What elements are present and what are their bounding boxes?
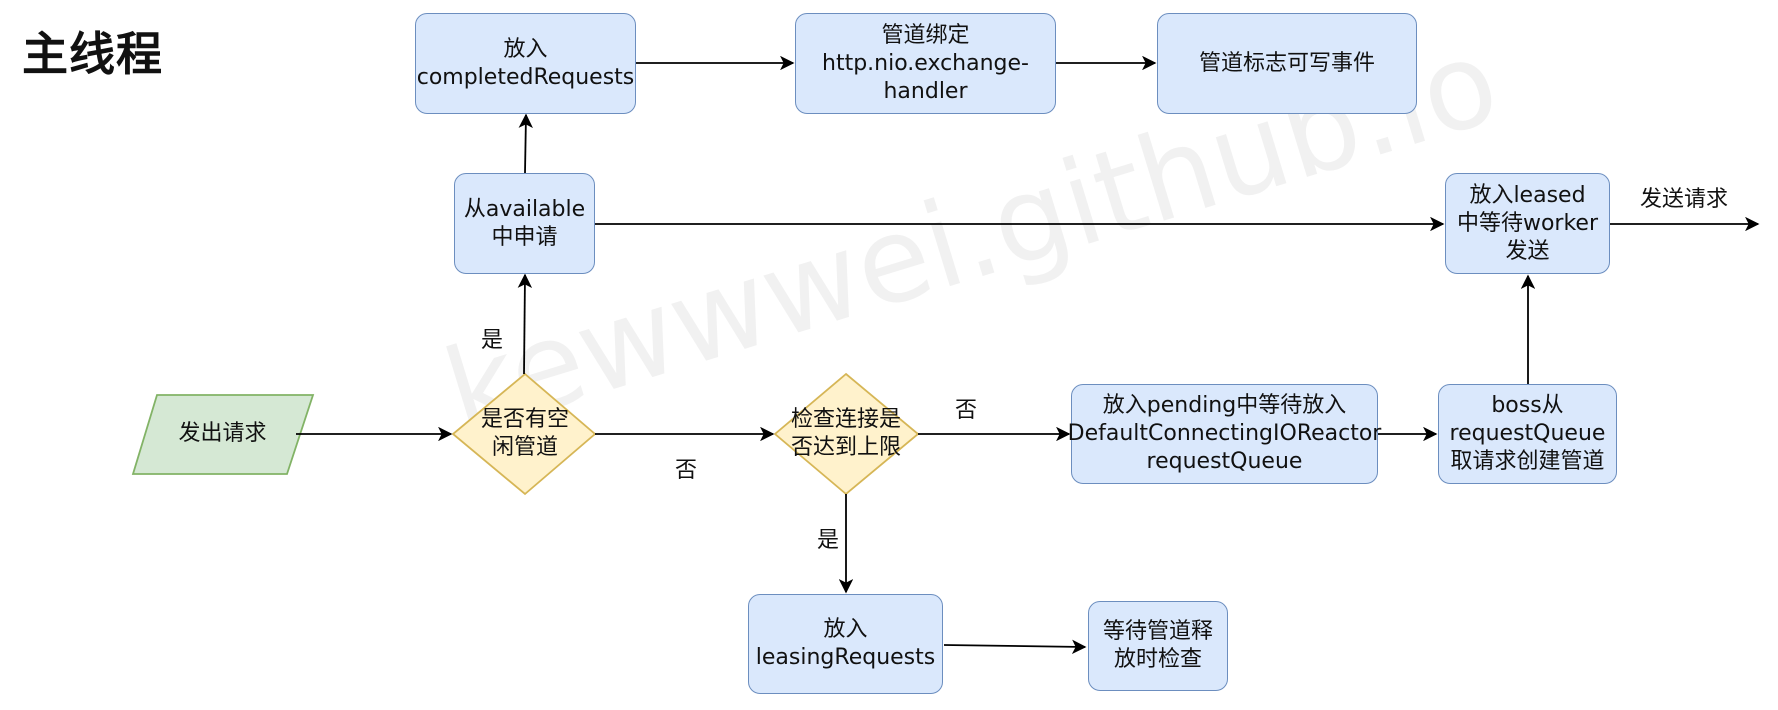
put-completed-requests-node: 放入 completedRequests: [415, 13, 636, 114]
apply-available-node: 从available 中申请: [454, 173, 595, 274]
edge-available-to-completed: [518, 113, 533, 174]
edge-leasing-to-wait: [943, 639, 1087, 655]
edge-label-no-idle: 否: [675, 458, 698, 483]
send-request-node: 发出请求: [178, 421, 267, 446]
check-limit-decision: 检查连接是 否达到上限: [790, 407, 901, 460]
put-leased-node: 放入leased 中等待worker 发送: [1445, 173, 1610, 274]
start-parallelogram: [131, 394, 315, 475]
edge-label-send-request: 发送请求: [1640, 187, 1729, 212]
wait-release-check-node: 等待管道释 放时检查: [1088, 601, 1228, 691]
page-title: 主线程: [22, 27, 163, 81]
decision-idle-channel-diamond: [451, 372, 597, 496]
put-leasing-requests-node: 放入 leasingRequests: [748, 594, 943, 694]
edge-label-yes-idle: 是: [481, 328, 504, 353]
edge-label-no-limit: 否: [955, 398, 978, 423]
has-idle-channel-decision: 是否有空 闲管道: [480, 407, 569, 460]
edge-label-yes-limit: 是: [817, 528, 840, 553]
put-pending-node: 放入pending中等待放入 DefaultConnectingIOReacto…: [1068, 384, 1381, 484]
edge-idle-yes-to-available: [517, 273, 533, 375]
boss-create-channel-node: boss从 requestQueue 取请求创建管道: [1438, 384, 1617, 484]
bind-exchange-handler-node: 管道绑定 http.nio.exchange- handler: [795, 13, 1056, 114]
mark-writable-node: 管道标志可写事件: [1157, 13, 1417, 114]
